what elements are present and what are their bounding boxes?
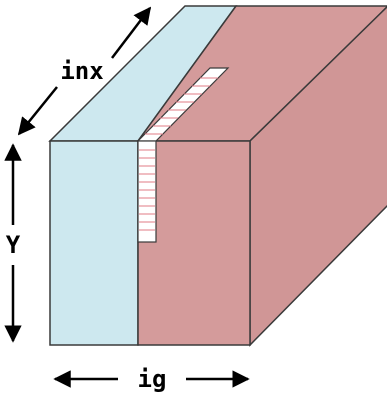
- width-dimension: ig: [53, 365, 250, 393]
- depth-dimension: inx: [17, 6, 152, 136]
- front-face: [49, 140, 251, 346]
- front-face-blue: [49, 140, 139, 346]
- depth-label: inx: [60, 57, 103, 85]
- top-striped-strip: [136, 67, 230, 142]
- height-label: Y: [6, 231, 21, 259]
- height-dimension: Y: [4, 143, 22, 343]
- front-striped-strip: [137, 140, 157, 243]
- depth-arrow-lower: [17, 86, 58, 136]
- width-label: ig: [138, 365, 167, 393]
- depth-arrow-upper: [111, 6, 152, 59]
- front-face-red: [137, 140, 251, 346]
